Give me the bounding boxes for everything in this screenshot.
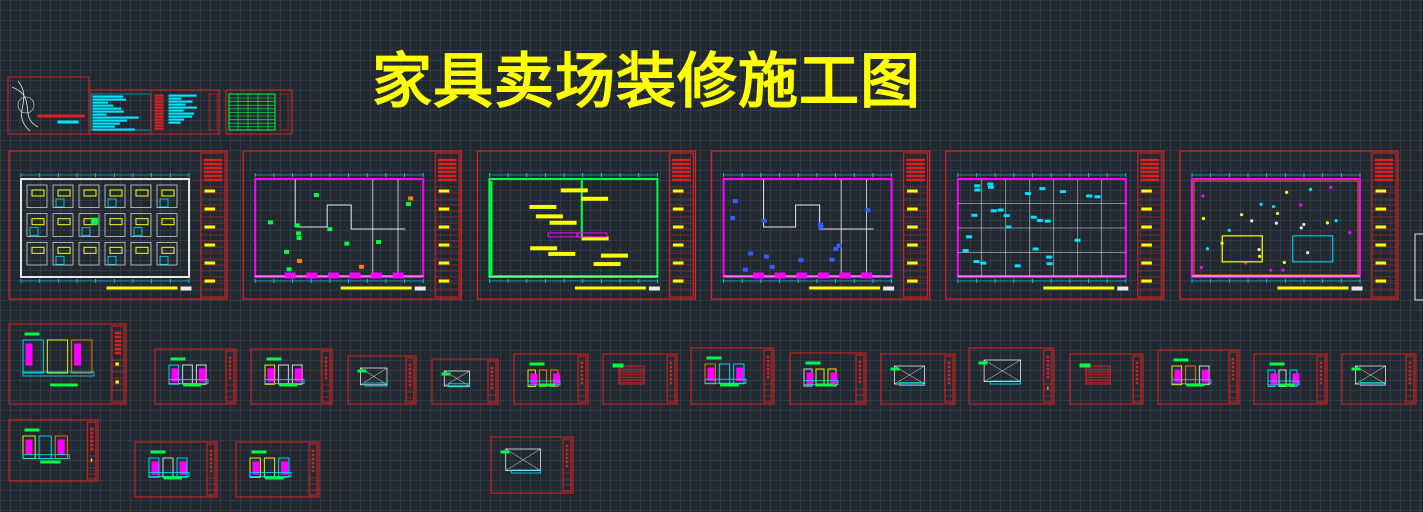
detail-sheet-8[interactable] — [690, 347, 775, 405]
offscreen-sheet-edge[interactable] — [1414, 233, 1423, 301]
detail-sheet-13[interactable] — [1157, 349, 1240, 405]
detail-sheet-14[interactable] — [1253, 353, 1328, 405]
detail-sheet-19[interactable] — [490, 436, 574, 494]
detail-sheet-4[interactable] — [347, 355, 417, 405]
detail-sheet-12[interactable] — [1069, 353, 1144, 405]
furniture-layout-plan[interactable] — [8, 150, 228, 300]
detail-sheet-15[interactable] — [1341, 353, 1417, 405]
cover-sheet[interactable] — [7, 76, 90, 135]
ceiling-plan[interactable] — [945, 150, 1165, 300]
drawing-index-sheet[interactable] — [88, 89, 220, 135]
detail-sheet-16[interactable] — [8, 419, 99, 482]
drawing-title: 家具卖场装修施工图 — [372, 47, 921, 117]
detail-sheet-3[interactable] — [250, 348, 333, 405]
lighting-plan[interactable] — [1179, 150, 1399, 300]
detail-sheet-11[interactable] — [968, 347, 1055, 405]
detail-sheet-9[interactable] — [789, 352, 867, 405]
detail-sheet-6[interactable] — [513, 353, 589, 405]
detail-sheet-2[interactable] — [154, 348, 237, 405]
detail-sheet-18[interactable] — [235, 441, 320, 498]
detail-sheet-17[interactable] — [134, 441, 218, 498]
detail-sheet-5[interactable] — [431, 358, 499, 405]
partition-plan[interactable] — [476, 150, 696, 300]
floor-finish-plan[interactable] — [710, 150, 931, 300]
detail-sheet-10[interactable] — [880, 353, 956, 405]
material-schedule-sheet[interactable] — [225, 89, 293, 135]
wall-layout-plan[interactable] — [242, 150, 462, 300]
detail-sheet-7[interactable] — [602, 353, 678, 405]
detail-sheet-1[interactable] — [8, 323, 127, 405]
